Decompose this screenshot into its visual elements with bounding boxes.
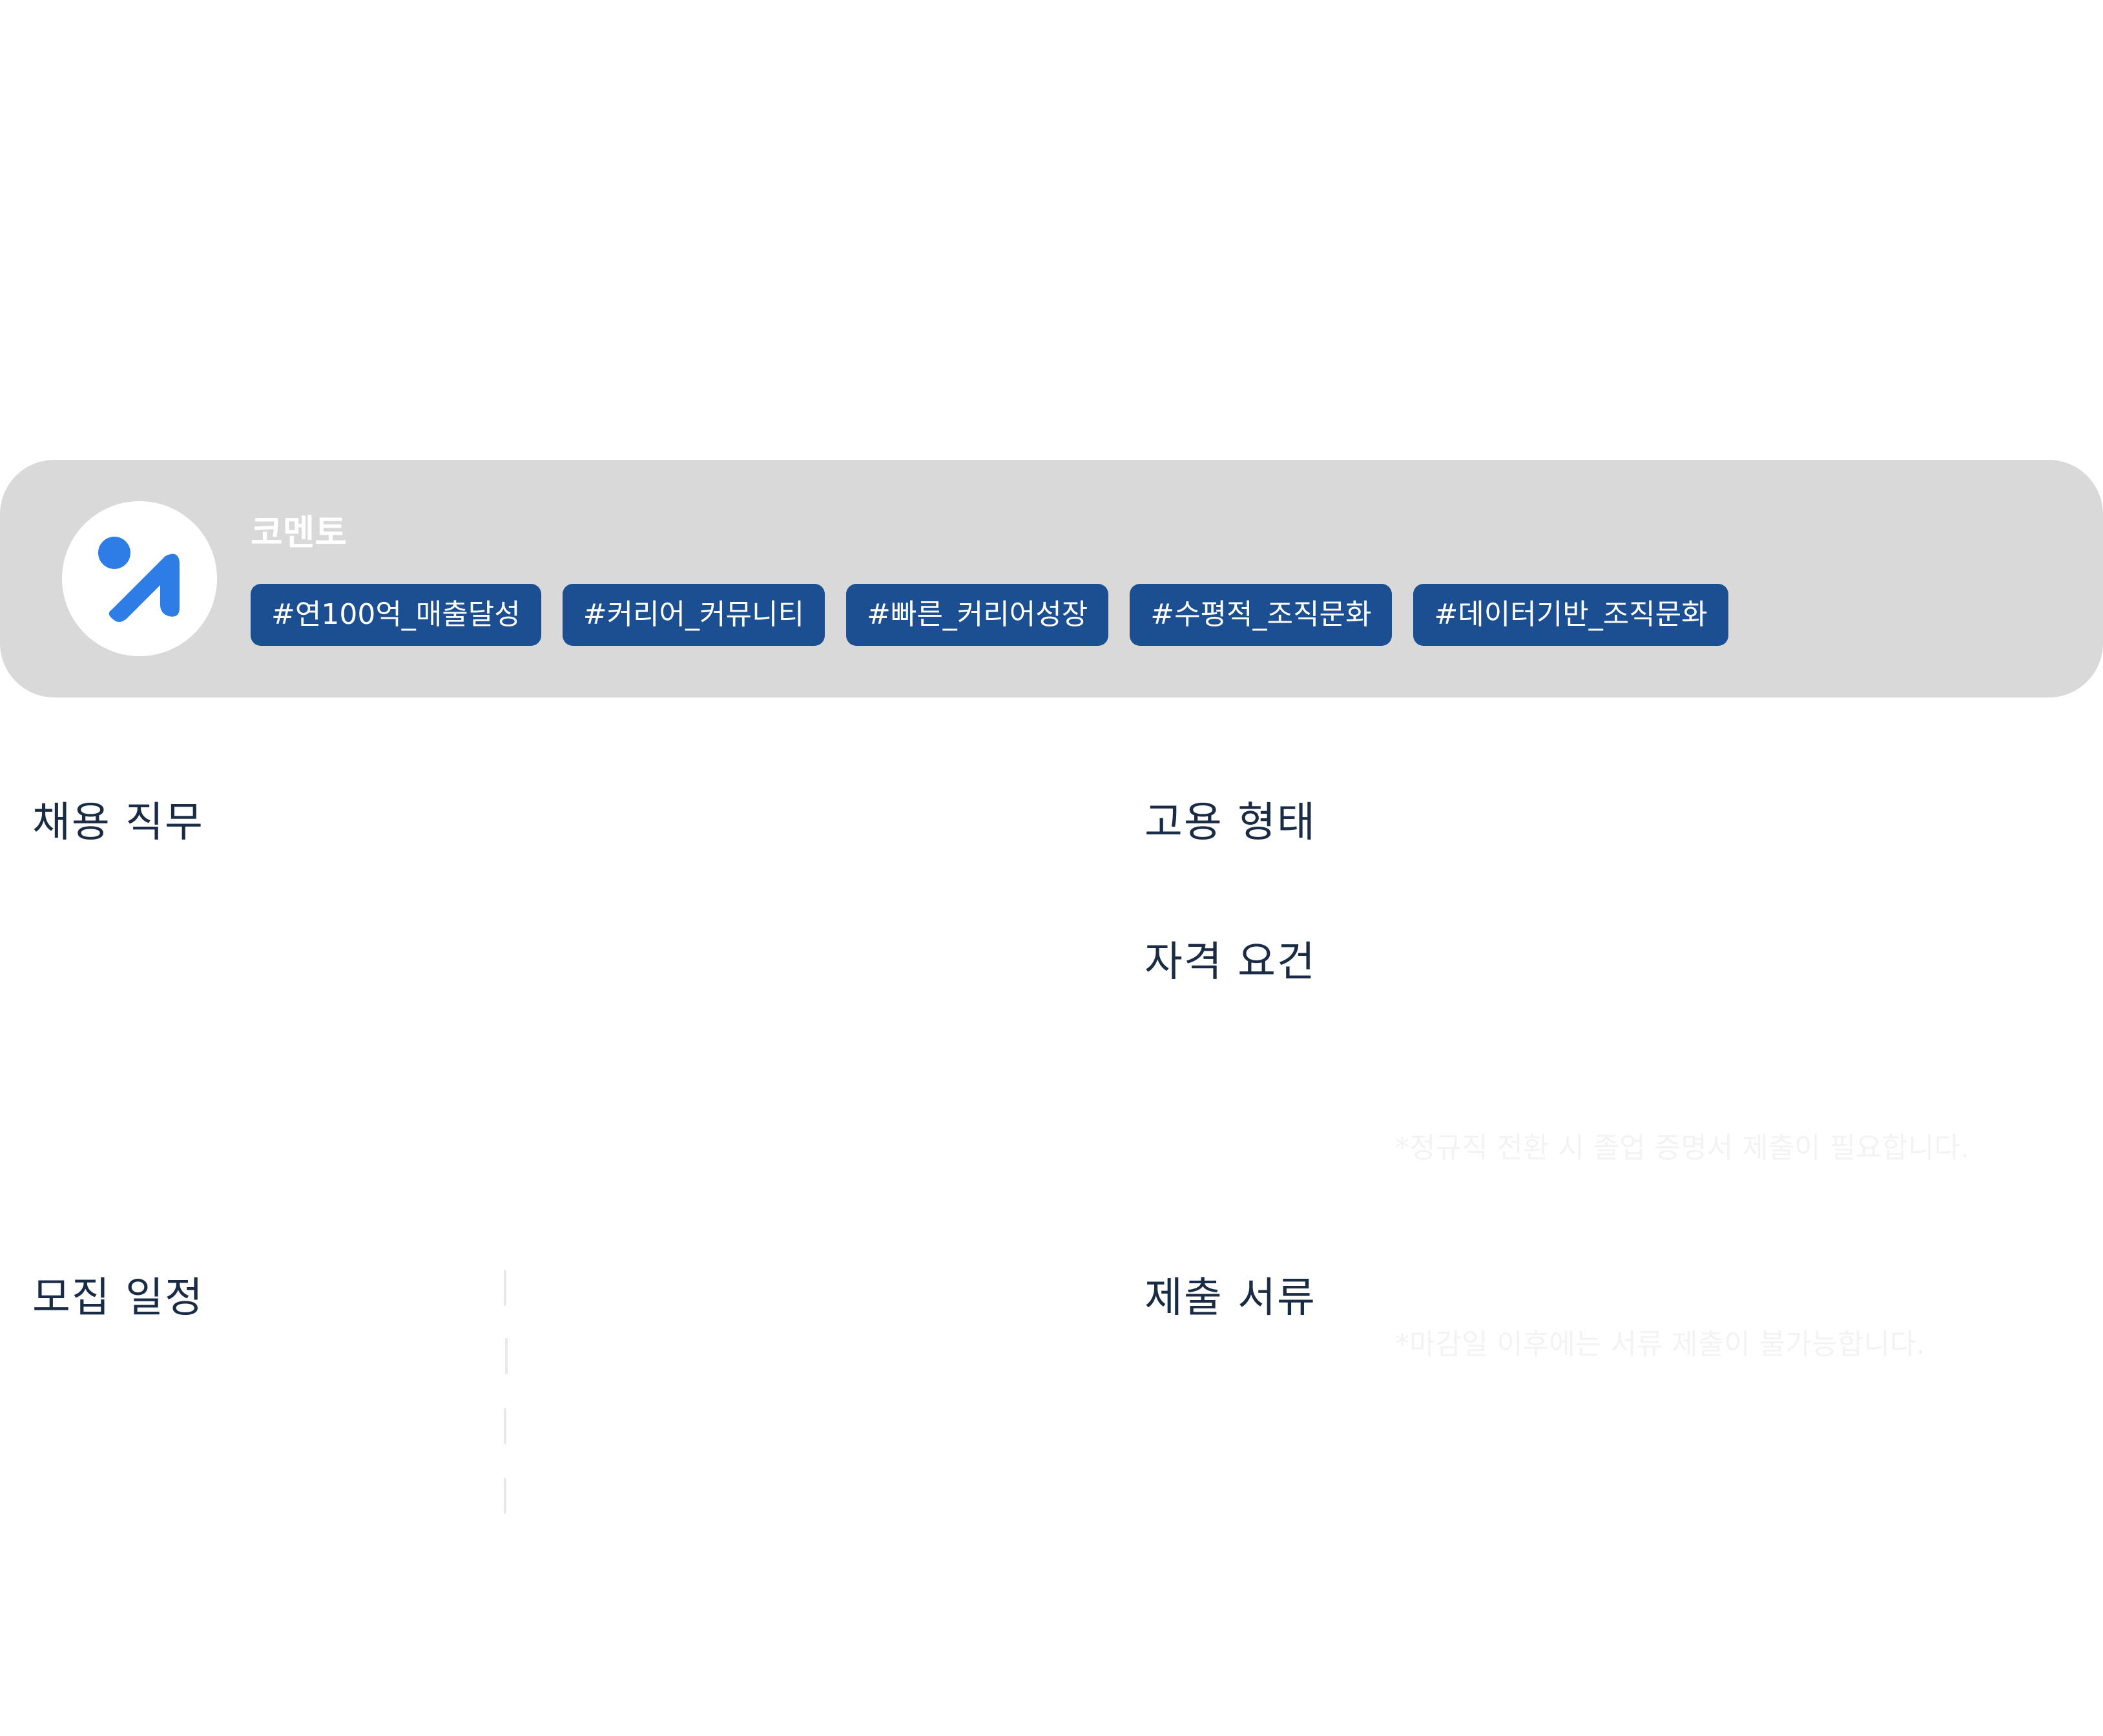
- company-tags: #연100억_매출달성 #커리어_커뮤니티 #빠른_커리어성장 #수평적_조직문…: [251, 584, 1728, 646]
- company-tag[interactable]: #수평적_조직문화: [1130, 584, 1393, 646]
- company-tag[interactable]: #연100억_매출달성: [251, 584, 541, 646]
- company-banner: 코멘토 #연100억_매출달성 #커리어_커뮤니티 #빠른_커리어성장 #수평적…: [0, 460, 2103, 698]
- timeline-dash: [504, 1478, 506, 1514]
- qualification-note: *정규직 전환 시 졸업 증명서 제출이 필요합니다.: [1395, 1132, 1970, 1164]
- employment-type-heading: 고용 형태: [1145, 799, 1316, 847]
- company-name: 코멘토: [251, 512, 347, 553]
- job-role-heading: 채용 직무: [32, 799, 204, 847]
- timeline-dash: [504, 1408, 506, 1444]
- timeline-dash: [505, 1338, 508, 1374]
- documents-note: *마감일 이후에는 서류 제출이 불가능합니다.: [1395, 1328, 1925, 1361]
- documents-heading: 제출 서류: [1145, 1274, 1316, 1322]
- company-tag[interactable]: #커리어_커뮤니티: [562, 584, 825, 646]
- company-tag[interactable]: #데이터기반_조직문화: [1413, 584, 1728, 646]
- company-tag[interactable]: #빠른_커리어성장: [845, 584, 1109, 646]
- timeline-dash: [504, 1270, 506, 1306]
- qualifications-heading: 자격 요건: [1145, 938, 1316, 986]
- comento-logo-icon: [62, 501, 217, 656]
- schedule-heading: 모집 일정: [32, 1274, 204, 1322]
